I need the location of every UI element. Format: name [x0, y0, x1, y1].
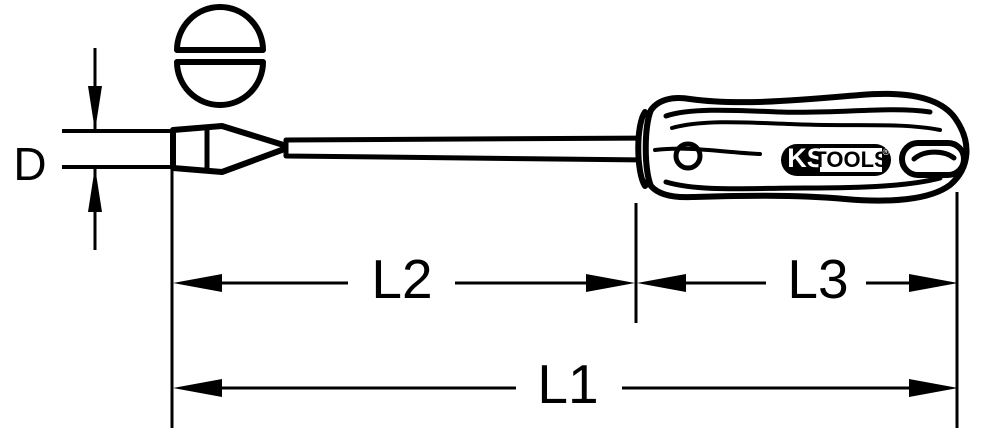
dimension-label-d: D [13, 138, 46, 190]
handle-hanging-hole [673, 141, 703, 171]
dimension-l2-arrow-left [173, 274, 222, 292]
dimension-l1-arrow-left [173, 379, 222, 397]
brand-logo: KS TOOLS ® [781, 143, 891, 176]
slotted-screw-head-icon [174, 4, 266, 108]
dimension-d-arrow-up [88, 167, 102, 212]
dimension-l3-arrow-left [637, 274, 686, 292]
brand-logo-tools: TOOLS [813, 147, 888, 172]
dimension-d-arrow-down [88, 86, 102, 131]
screwdriver-handle: KS TOOLS ® [635, 90, 970, 204]
dimension-l1-arrow-right [909, 379, 958, 397]
brand-logo-ks: KS [787, 143, 825, 173]
dimension-label-l1: L1 [537, 353, 598, 415]
dimension-l3-group: L3 [637, 248, 958, 310]
handle-end-slot [899, 140, 967, 178]
dimension-l2-arrow-right [586, 274, 635, 292]
dimension-label-l3: L3 [787, 248, 848, 310]
dimension-l1-group: L1 [173, 353, 958, 415]
dimension-l3-arrow-right [909, 274, 958, 292]
dimension-l2-group: L2 [173, 248, 635, 310]
screwdriver-blade-tip [170, 123, 293, 175]
screwdriver-shaft [283, 135, 651, 163]
extension-lines [170, 166, 959, 428]
dimension-d-group: D [13, 48, 172, 250]
brand-logo-registered-mark: ® [883, 147, 890, 157]
dimension-label-l2: L2 [371, 248, 432, 310]
